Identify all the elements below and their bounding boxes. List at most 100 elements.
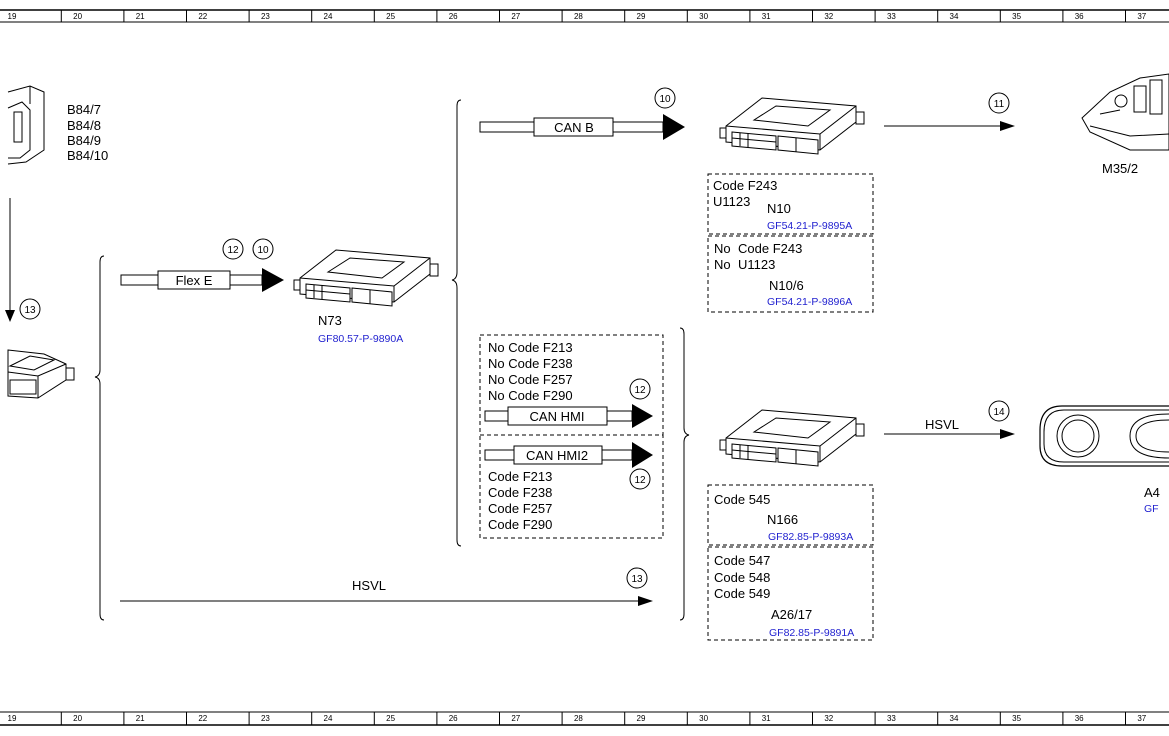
ruler-column-label: 26	[449, 12, 458, 21]
code-text: Code F238	[488, 485, 552, 500]
ruler-column-label: 35	[1012, 12, 1021, 21]
code-text: Code F257	[488, 501, 552, 516]
module-name: A26/17	[771, 607, 812, 622]
left-down-arrow: 13	[5, 198, 41, 322]
code-text: No	[714, 257, 731, 272]
ruler-column-label: 25	[386, 714, 395, 723]
circled-number: 12	[634, 475, 646, 486]
code-text: U1123	[713, 194, 750, 209]
module-name: N10/6	[769, 278, 804, 293]
code-text: Code 547	[714, 553, 770, 568]
bus-label: CAN B	[554, 120, 594, 135]
circled-number: 11	[994, 99, 1005, 110]
line-label: HSVL	[925, 417, 959, 432]
module-reference-link[interactable]: GF80.57-P-9890A	[318, 333, 403, 345]
code-text: No Code F213	[488, 340, 573, 355]
ruler-column-label: 19	[8, 12, 17, 21]
bus-label: Flex E	[176, 273, 213, 288]
n166-variant-box: Code 545 N166 GF82.85-P-9893A	[707, 484, 874, 546]
code-text: No Code F238	[488, 356, 573, 371]
module-name: N166	[767, 512, 798, 527]
circled-number: 13	[24, 305, 36, 316]
module-name: N10	[767, 201, 791, 216]
ruler-column-label: 23	[261, 12, 270, 21]
ruler-column-label: 28	[574, 714, 583, 723]
ruler-column-label: 27	[511, 714, 520, 723]
line-label: HSVL	[352, 578, 386, 593]
sensor-label: B84/9	[67, 133, 101, 148]
instrument-cluster-drawing: A4 GF	[1039, 405, 1169, 515]
code-text: Code F243	[713, 178, 777, 193]
ruler-column-label: 22	[198, 714, 207, 723]
ruler-column-label: 27	[511, 12, 520, 21]
ruler-column-label: 26	[449, 714, 458, 723]
middle-brace	[451, 99, 462, 547]
module-reference-link[interactable]: GF54.21-P-9895A	[767, 220, 852, 232]
ruler-column-label: 37	[1137, 714, 1146, 723]
code-text: No Code F290	[488, 388, 573, 403]
code-text: Code 545	[714, 492, 770, 507]
n166-control-unit	[719, 409, 865, 467]
n10-6-variant-box: No Code F243 No U1123 N10/6 GF54.21-P-98…	[707, 235, 874, 313]
m35-arrow: 11	[884, 92, 1015, 131]
n10-variant-box: Code F243 U1123 N10 GF54.21-P-9895A	[707, 173, 874, 235]
ruler-column-label: 30	[699, 714, 708, 723]
can-b-bus: CAN B 10	[479, 87, 685, 140]
ruler-column-label: 21	[136, 714, 145, 723]
module-reference-link[interactable]: GF82.85-P-9893A	[768, 531, 853, 543]
sensor-label: B84/7	[67, 102, 101, 117]
module-name: N73	[318, 313, 342, 328]
module-reference-link[interactable]: GF54.21-P-9896A	[767, 296, 852, 308]
code-text: Code 549	[714, 586, 770, 601]
left-brace	[94, 255, 105, 621]
code-text: Code F213	[488, 469, 552, 484]
left-control-unit	[7, 349, 75, 399]
right-brace	[679, 327, 690, 621]
code-text: No	[714, 241, 731, 256]
module-reference-link[interactable]: GF	[1144, 503, 1159, 515]
circled-number: 10	[659, 94, 671, 105]
ruler-column-label: 33	[887, 714, 896, 723]
sensor-labels: B84/7 B84/8 B84/9 B84/10	[67, 102, 108, 163]
ruler-column-label: 19	[8, 714, 17, 723]
n10-control-unit	[719, 97, 865, 155]
sensor-connector-drawing	[7, 85, 45, 165]
code-text: No Code F257	[488, 372, 573, 387]
ruler-column-label: 28	[574, 12, 583, 21]
ruler-column-label: 20	[73, 12, 82, 21]
can-hmi2-variant-box: CAN HMI2 12 Code F213 Code F238 Code F25…	[479, 434, 664, 539]
ruler-column-label: 31	[762, 12, 771, 21]
module-name: A4	[1144, 485, 1160, 500]
ruler-column-label: 30	[699, 12, 708, 21]
ruler-column-label: 23	[261, 714, 270, 723]
ruler-column-label: 36	[1075, 714, 1084, 723]
bus-label: CAN HMI	[530, 409, 585, 424]
ruler-column-label: 29	[637, 12, 646, 21]
ruler-column-label: 34	[950, 12, 959, 21]
ruler-column-label: 25	[386, 12, 395, 21]
ruler-column-label: 36	[1075, 12, 1084, 21]
module-name: M35/2	[1102, 161, 1138, 176]
can-hmi-variant-box: No Code F213 No Code F238 No Code F257 N…	[479, 334, 664, 436]
ruler-column-label: 33	[887, 12, 896, 21]
m35-component-drawing: M35/2	[1081, 73, 1169, 176]
code-text: Code 548	[714, 570, 770, 585]
code-text: U1123	[738, 257, 775, 272]
circled-number: 12	[634, 385, 646, 396]
module-reference-link[interactable]: GF82.85-P-9891A	[769, 627, 854, 639]
ruler-column-label: 24	[324, 714, 333, 723]
ruler-column-label: 34	[950, 714, 959, 723]
code-text: Code F290	[488, 517, 552, 532]
ruler-column-label: 21	[136, 12, 145, 21]
circled-number: 10	[257, 245, 269, 256]
ruler-column-label: 29	[637, 714, 646, 723]
circled-number: 13	[631, 574, 643, 585]
ruler-column-label: 20	[73, 714, 82, 723]
bus-label: CAN HMI2	[526, 448, 588, 463]
ruler-column-label: 37	[1137, 12, 1146, 21]
circled-number: 12	[227, 245, 239, 256]
ruler-column-label: 32	[824, 714, 833, 723]
